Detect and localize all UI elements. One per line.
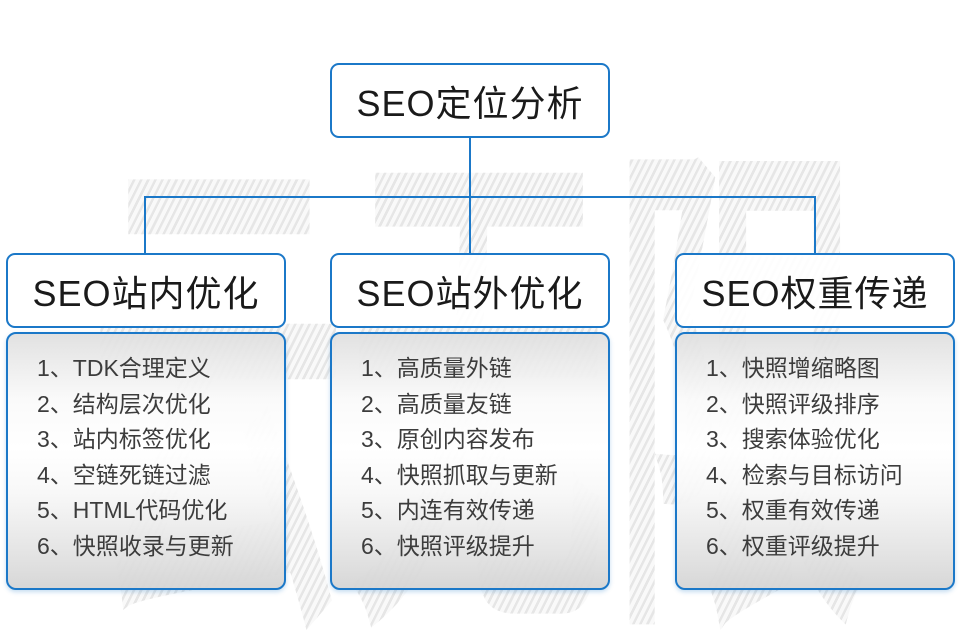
list-item: 3、原创内容发布 (361, 426, 535, 452)
column3-title: SEO权重传递 (701, 272, 929, 314)
column1-header: SEO站内优化 (6, 253, 286, 328)
column3-list: 1、快照增缩略图 2、快照评级排序 3、搜索体验优化 4、检索与目标访问 5、权… (675, 332, 955, 590)
column2-header: SEO站外优化 (330, 253, 610, 328)
list-item: 5、内连有效传递 (361, 497, 535, 523)
list-item: 1、快照增缩略图 (706, 355, 880, 381)
list-item: 2、高质量友链 (361, 390, 512, 417)
list-item: 6、快照评级提升 (361, 532, 535, 559)
column2-title: SEO站外优化 (356, 272, 584, 314)
root-node-title: SEO定位分析 (356, 82, 584, 124)
list-item: 6、快照收录与更新 (37, 532, 234, 559)
connector-col1-vertical (144, 198, 146, 253)
connector-horizontal (144, 196, 816, 198)
list-item: 6、权重评级提升 (706, 532, 880, 559)
list-item: 3、站内标签优化 (37, 426, 211, 452)
list-item: 1、高质量外链 (361, 355, 512, 381)
connector-root-vertical (469, 138, 471, 196)
list-item: 4、快照抓取与更新 (361, 461, 558, 488)
column3-header: SEO权重传递 (675, 253, 955, 328)
column2-list: 1、高质量外链 2、高质量友链 3、原创内容发布 4、快照抓取与更新 5、内连有… (330, 332, 610, 590)
list-item: 1、TDK合理定义 (37, 355, 211, 381)
list-item: 5、HTML代码优化 (37, 497, 228, 523)
root-node: SEO定位分析 (330, 63, 610, 138)
list-item: 2、结构层次优化 (37, 390, 211, 417)
list-item: 4、检索与目标访问 (706, 461, 903, 488)
connector-col2-vertical (469, 198, 471, 253)
column1-title: SEO站内优化 (32, 272, 260, 314)
connector-col3-vertical (814, 198, 816, 253)
list-item: 4、空链死链过滤 (37, 461, 211, 488)
column1-list: 1、TDK合理定义 2、结构层次优化 3、站内标签优化 4、空链死链过滤 5、H… (6, 332, 286, 590)
list-item: 2、快照评级排序 (706, 390, 880, 417)
list-item: 5、权重有效传递 (706, 497, 880, 523)
list-item: 3、搜索体验优化 (706, 426, 880, 452)
